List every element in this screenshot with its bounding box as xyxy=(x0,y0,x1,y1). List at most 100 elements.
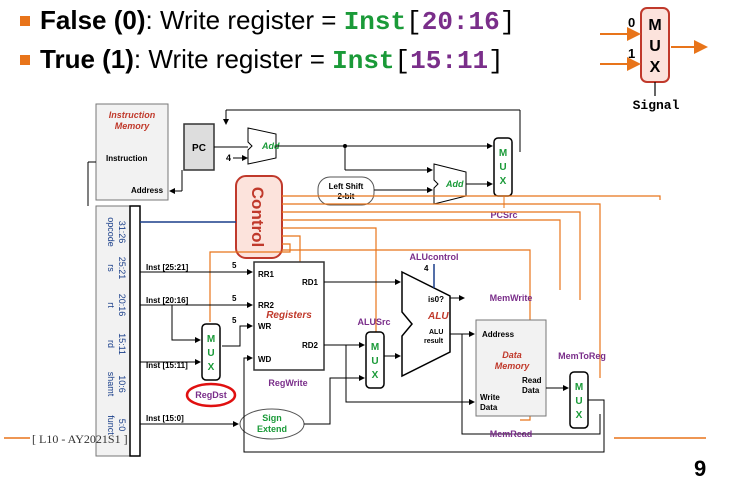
legend-mux-m: M xyxy=(648,17,661,34)
field-shamt-bits: 10:6 xyxy=(117,375,127,393)
alusrc-mux-x: X xyxy=(372,370,379,381)
memtoreg-mux-m: M xyxy=(575,382,583,393)
false-label: False (0) xyxy=(40,5,146,35)
bullet-true: True (1): Write register = Inst[15:11] xyxy=(40,44,504,76)
regdst-mux-out-wire xyxy=(222,323,253,347)
wr-width: 5 xyxy=(232,316,237,325)
legend-mux-u: U xyxy=(649,38,661,55)
instruction-bus xyxy=(129,205,141,457)
writeback-wire xyxy=(243,355,605,453)
field-wires xyxy=(140,269,253,427)
legend-signal-label: Signal xyxy=(633,98,680,113)
left-shift-box xyxy=(317,176,375,206)
legend-mux-x: X xyxy=(650,59,661,76)
regwrite-label: RegWrite xyxy=(268,378,307,388)
signext-to-alusrc-wire xyxy=(304,375,365,425)
field-funct: funct xyxy=(106,415,116,435)
field-rt: rt xyxy=(106,302,116,308)
address-input-label: Address xyxy=(131,186,164,195)
rr2-label: RR2 xyxy=(258,301,275,310)
mux-legend: M U X 0 1 Signal xyxy=(600,7,708,113)
pc-mux-u: U xyxy=(499,162,506,173)
regdst-highlight-circle xyxy=(185,382,237,408)
page-number: 9 xyxy=(694,456,707,481)
memwrite-label: MemWrite xyxy=(490,293,533,303)
false-text: : Write register = xyxy=(145,5,344,35)
pcsrc-label: PCSrc xyxy=(490,210,517,220)
regdst-label: RegDst xyxy=(195,390,227,400)
rd1-label: RD1 xyxy=(302,278,319,287)
bullet-marker-1 xyxy=(20,16,30,26)
inst-keyword: Inst xyxy=(332,46,395,76)
alusrc-mux xyxy=(365,331,385,389)
field-opcode-bits: 31:26 xyxy=(117,221,127,244)
regdst-mux xyxy=(201,323,221,381)
open-bracket: [ xyxy=(394,46,411,76)
rd2-label: RD2 xyxy=(302,341,319,350)
memtoreg-mux-u: U xyxy=(575,396,582,407)
true-text: : Write register = xyxy=(133,44,333,74)
instruction-output-label: Instruction xyxy=(106,154,147,163)
ctrl-memtoreg xyxy=(282,203,601,378)
registers-label: Registers xyxy=(266,310,312,321)
field-funct-bits: 5:0 xyxy=(117,419,127,432)
inst-range-15-11: 15:11 xyxy=(410,46,489,76)
pc-register xyxy=(183,123,215,171)
ctrl-alusrc xyxy=(282,227,377,334)
alu-bypass-wire xyxy=(461,334,601,435)
control-label: Control xyxy=(248,187,267,247)
alusrc-mux-m: M xyxy=(371,342,379,353)
legend-in1-label: 1 xyxy=(628,46,635,61)
instruction-fields: opcode 31:26 rs 25:21 rt 20:16 rd 15:11 … xyxy=(106,217,127,435)
mem-address-label: Address xyxy=(482,330,515,339)
field-rt-bits: 20:16 xyxy=(117,294,127,317)
rr2-width: 5 xyxy=(232,294,237,303)
bullet-marker-2 xyxy=(20,55,30,65)
register-file xyxy=(253,261,325,371)
regdst-mux-u: U xyxy=(207,348,214,359)
field-rs-bits: 25:21 xyxy=(117,257,127,280)
wr-label: WR xyxy=(258,322,272,331)
regdst-mux-x: X xyxy=(208,362,215,373)
rr1-label: RR1 xyxy=(258,270,275,279)
pc-mux-m: M xyxy=(499,148,507,159)
memread-label: MemRead xyxy=(490,429,533,439)
open-bracket: [ xyxy=(406,7,422,37)
branch-adder-label: Add xyxy=(445,179,464,189)
is0-label: is0? xyxy=(428,295,444,304)
inst-range-20-16: 20:16 xyxy=(421,7,500,37)
inst-20-16-label: Inst [20:16] xyxy=(146,296,189,305)
rt-to-mux-wire xyxy=(171,305,201,343)
inst-25-21-label: Inst [25:21] xyxy=(146,263,189,272)
alusrc-mux-u: U xyxy=(371,356,378,367)
regdst-mux-m: M xyxy=(207,334,215,345)
field-rs: rs xyxy=(106,264,116,272)
pc-adder xyxy=(247,127,277,165)
memtoreg-mux-x: X xyxy=(576,410,583,421)
field-rd: rd xyxy=(106,340,116,348)
ctrl-regdst xyxy=(209,243,291,322)
alu-unit xyxy=(401,270,451,378)
field-rd-bits: 15:11 xyxy=(117,333,127,355)
close-bracket: ] xyxy=(488,46,504,76)
instruction-memory-box xyxy=(95,103,169,201)
pc-adder-label: Add xyxy=(261,141,280,151)
data-memory xyxy=(475,319,547,417)
alusrc-label: ALUSrc xyxy=(357,317,390,327)
close-bracket: ] xyxy=(499,7,516,37)
wd-label: WD xyxy=(258,355,272,364)
true-label: True (1) xyxy=(40,44,134,74)
field-opcode: opcode xyxy=(106,217,116,247)
four-constant: 4 xyxy=(226,153,231,163)
legend-in0-label: 0 xyxy=(628,15,635,30)
inst-15-11-label: Inst [15:11] xyxy=(146,361,188,370)
memtoreg-label: MemToReg xyxy=(558,351,606,361)
alucontrol-width: 4 xyxy=(424,264,429,273)
control-unit xyxy=(235,175,283,259)
ctrl-memwrite xyxy=(282,211,581,300)
alu-label: ALU xyxy=(427,311,449,322)
